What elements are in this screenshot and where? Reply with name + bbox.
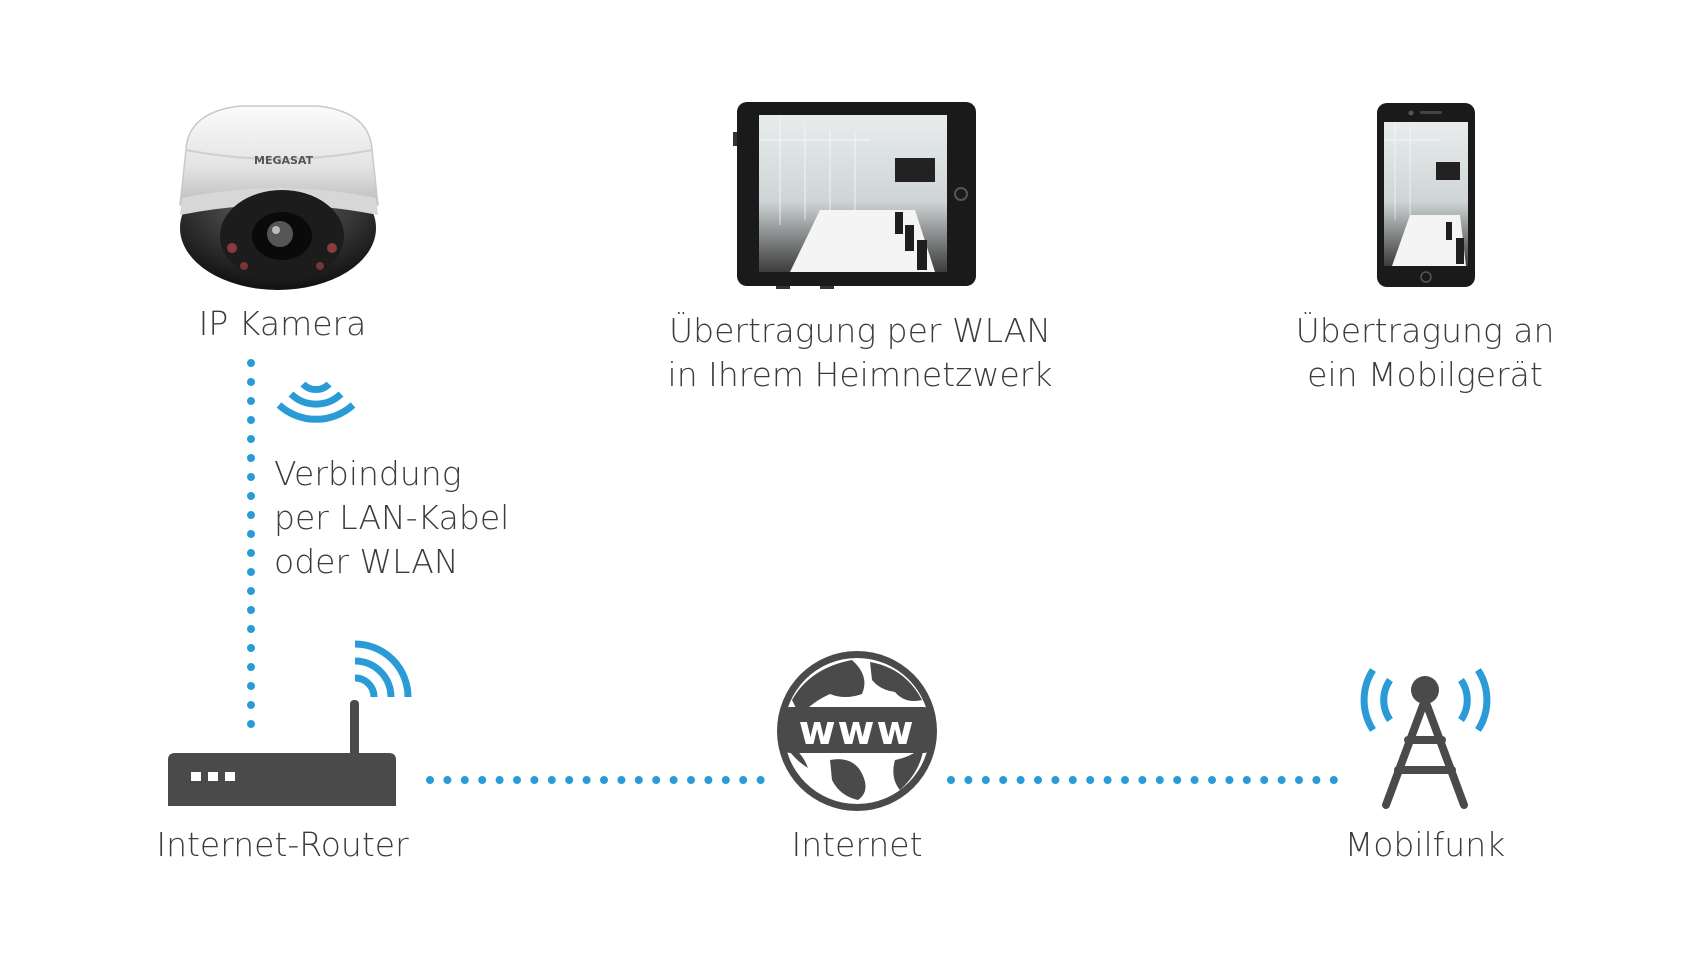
router-icon — [168, 700, 396, 806]
cell-tower-icon — [1360, 668, 1491, 809]
tablet-label-line-1: Übertragung per WLAN — [669, 311, 1051, 350]
mobile-label-text: Mobilfunk — [1344, 825, 1506, 864]
globe-www-icon — [777, 651, 937, 811]
connection-label-line-1: Verbindung — [274, 454, 462, 493]
internet-label-text: Internet — [791, 825, 923, 864]
wifi-icon — [276, 381, 356, 423]
phone-label-line-2: ein Mobilgerät — [1307, 355, 1543, 394]
connection-label-line-2: per LAN-Kabel — [274, 498, 510, 537]
smartphone-icon — [1377, 103, 1475, 287]
connection-label: Verbindung per LAN-Kabel oder WLAN — [274, 452, 509, 584]
tablet-icon — [733, 102, 976, 289]
internet-label: Internet — [757, 823, 957, 867]
globe-text: www — [799, 708, 916, 754]
camera-label: IP Kamera — [150, 302, 415, 346]
connection-label-line-3: oder WLAN — [274, 542, 459, 581]
ip-camera-icon — [179, 105, 379, 290]
phone-label-line-1: Übertragung an — [1295, 311, 1555, 350]
router-label-text: Internet-Router — [156, 825, 409, 864]
camera-brand: MEGASAT — [254, 154, 314, 167]
camera-label-text: IP Kamera — [198, 304, 367, 343]
router-wifi-icon — [354, 640, 412, 698]
tablet-label-line-2: in Ihrem Heimnetzwerk — [667, 355, 1053, 394]
mobile-label: Mobilfunk — [1315, 823, 1535, 867]
tablet-label: Übertragung per WLAN in Ihrem Heimnetzwe… — [640, 309, 1080, 397]
phone-label: Übertragung an ein Mobilgerät — [1255, 309, 1595, 397]
router-label: Internet-Router — [130, 823, 435, 867]
